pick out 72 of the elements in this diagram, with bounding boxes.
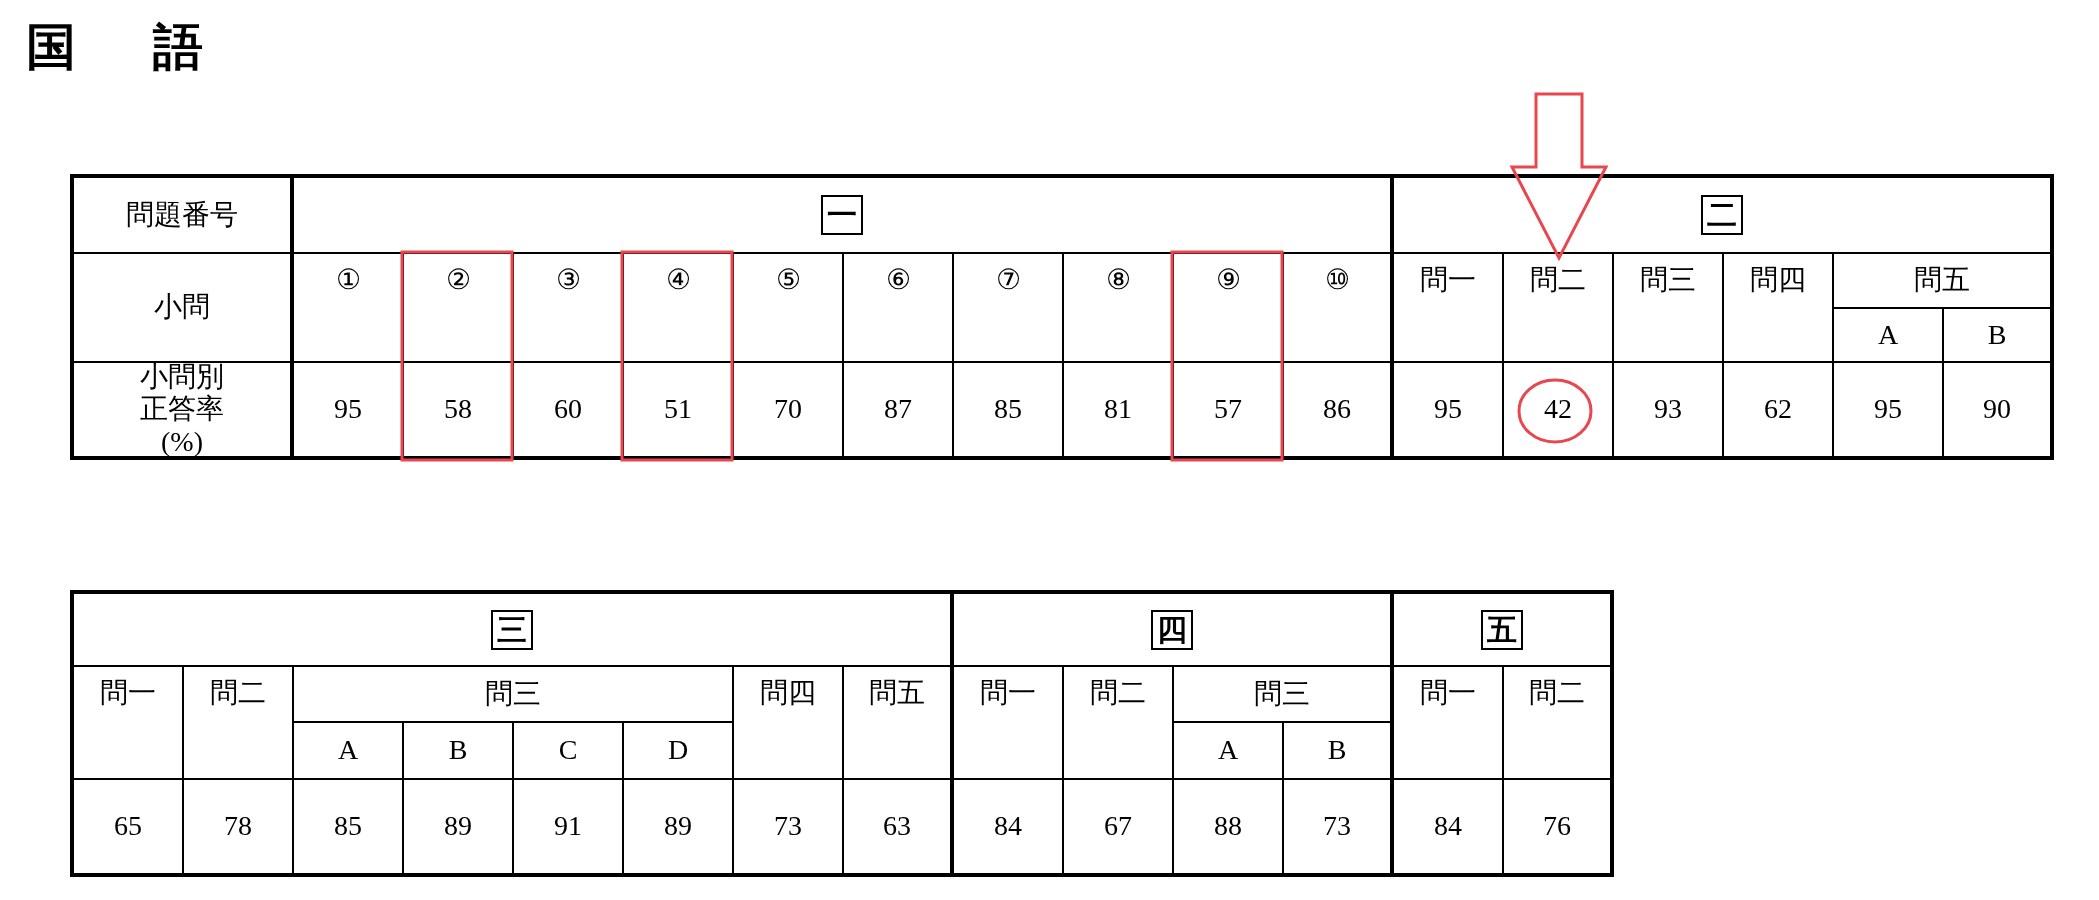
table-cell: 95 bbox=[294, 363, 404, 460]
table-cell: 78 bbox=[184, 780, 294, 877]
table-cell: 58 bbox=[404, 363, 514, 460]
table-cell: 問三 bbox=[294, 667, 734, 723]
table-cell: 問一 bbox=[1394, 667, 1504, 780]
table-cell: 42 bbox=[1504, 363, 1614, 460]
table-cell: 67 bbox=[1064, 780, 1174, 877]
table-cell: 60 bbox=[514, 363, 624, 460]
table-cell: 問五 bbox=[1834, 254, 2054, 309]
table-cell: A bbox=[294, 723, 404, 780]
table-cell: ② bbox=[404, 254, 514, 363]
table-cell: 小問別正答率(%) bbox=[74, 363, 294, 460]
table-cell: 86 bbox=[1284, 363, 1394, 460]
table-cell: 問四 bbox=[1724, 254, 1834, 363]
table-cell: 57 bbox=[1174, 363, 1284, 460]
table-cell: 問一 bbox=[1394, 254, 1504, 363]
table-cell: 89 bbox=[404, 780, 514, 877]
table-cell: ⑦ bbox=[954, 254, 1064, 363]
table-cell: ⑧ bbox=[1064, 254, 1174, 363]
table-cell: ④ bbox=[624, 254, 734, 363]
table-cell: 90 bbox=[1944, 363, 2054, 460]
table-cell: 問四 bbox=[734, 667, 844, 780]
table-cell: ⑩ bbox=[1284, 254, 1394, 363]
table-cell: ③ bbox=[514, 254, 624, 363]
table-cell: 85 bbox=[294, 780, 404, 877]
table-cell: 問三 bbox=[1614, 254, 1724, 363]
table-cell: B bbox=[1284, 723, 1394, 780]
table-cell: 87 bbox=[844, 363, 954, 460]
table-cell: A bbox=[1834, 309, 1944, 363]
table-cell: 73 bbox=[734, 780, 844, 877]
table-cell: 問一 bbox=[954, 667, 1064, 780]
table-cell: 63 bbox=[844, 780, 954, 877]
section-number: 二 bbox=[1701, 195, 1743, 235]
table-cell: 84 bbox=[954, 780, 1064, 877]
table-cell: ① bbox=[294, 254, 404, 363]
table-cell: ⑨ bbox=[1174, 254, 1284, 363]
table-cell: 65 bbox=[74, 780, 184, 877]
table-cell: A bbox=[1174, 723, 1284, 780]
table-cell: 問二 bbox=[1064, 667, 1174, 780]
table-cell: 問二 bbox=[184, 667, 294, 780]
table-cell: 84 bbox=[1394, 780, 1504, 877]
table-cell: 問二 bbox=[1504, 254, 1614, 363]
table-cell: 51 bbox=[624, 363, 734, 460]
section-number: 五 bbox=[1481, 609, 1523, 650]
table-cell: 小問 bbox=[74, 254, 294, 363]
table-cell: C bbox=[514, 723, 624, 780]
table-cell: 問五 bbox=[844, 667, 954, 780]
table-cell: 62 bbox=[1724, 363, 1834, 460]
table-cell: 76 bbox=[1504, 780, 1614, 877]
table-cell: ⑥ bbox=[844, 254, 954, 363]
table-cell: B bbox=[404, 723, 514, 780]
table-cell: 88 bbox=[1174, 780, 1284, 877]
table-cell: 95 bbox=[1834, 363, 1944, 460]
table-cell: D bbox=[624, 723, 734, 780]
section-number: 四 bbox=[1151, 609, 1193, 650]
table-cell: 93 bbox=[1614, 363, 1724, 460]
table-cell: 問二 bbox=[1504, 667, 1614, 780]
table-cell: 91 bbox=[514, 780, 624, 877]
table-cell: 89 bbox=[624, 780, 734, 877]
section-number: 一 bbox=[821, 195, 863, 235]
section-number: 三 bbox=[491, 609, 533, 650]
table-cell: 85 bbox=[954, 363, 1064, 460]
table-cell: 81 bbox=[1064, 363, 1174, 460]
table-cell: 問一 bbox=[74, 667, 184, 780]
table-cell: 73 bbox=[1284, 780, 1394, 877]
table-cell: ⑤ bbox=[734, 254, 844, 363]
table-cell: 70 bbox=[734, 363, 844, 460]
table-cell: B bbox=[1944, 309, 2054, 363]
page-title: 国 語 bbox=[26, 17, 204, 78]
table-cell: 問三 bbox=[1174, 667, 1394, 723]
table-cell: 95 bbox=[1394, 363, 1504, 460]
table-cell: 問題番号 bbox=[74, 178, 294, 254]
